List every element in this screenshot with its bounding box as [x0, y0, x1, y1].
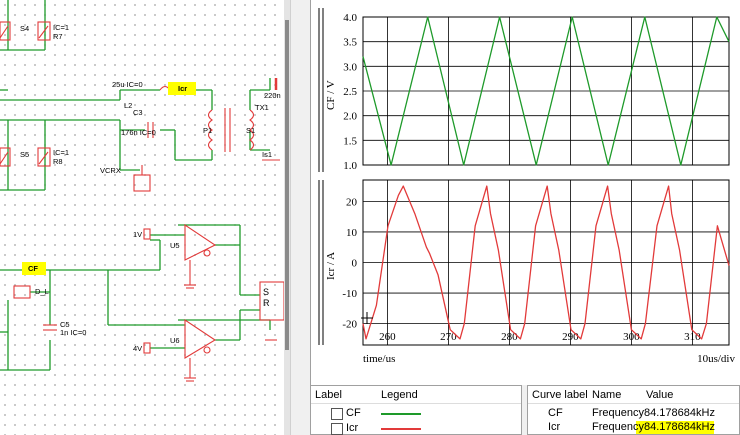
curve-icr[interactable]: [362, 185, 730, 340]
meas-highlight: [636, 421, 714, 434]
pane-splitter[interactable]: [290, 0, 311, 435]
xtick-2: 280: [501, 331, 518, 343]
label-r8: R8: [53, 157, 63, 166]
label-is1: Is1: [262, 150, 273, 159]
legend-swatch-cf: [381, 413, 421, 415]
meas-value-1: 84.178684kHz: [644, 421, 715, 433]
ytick-top-0: 4.0: [343, 12, 357, 24]
label-d-l: D_L: [35, 287, 49, 296]
waveform-plot-svg[interactable]: 4.0 3.5 3.0 2.5 2.0 1.5 1.0 20 10 0 -10 -20 260 270 28…: [311, 0, 740, 385]
x-axis-label: time/us: [363, 353, 396, 365]
schematic-drawing[interactable]: [0, 0, 290, 435]
ytick-bottom-2: 0: [352, 258, 358, 270]
meas-name-1: Frequency: [592, 421, 644, 433]
meas-col-value: Value: [646, 389, 674, 401]
schematic-scrollbar-thumb[interactable]: [285, 20, 289, 350]
label-4v: 4V: [133, 344, 143, 353]
meas-name-0: Frequency: [592, 407, 644, 419]
legend-checkbox-cf[interactable]: [331, 408, 343, 420]
meas-value-0: 84.178684kHz: [644, 407, 715, 419]
label-c3: C3: [133, 108, 143, 117]
legend-col-legend: Legend: [381, 389, 418, 401]
ytick-top-2: 3.0: [343, 61, 357, 73]
label-r7: R7: [53, 32, 63, 41]
xtick-4: 300: [623, 331, 640, 343]
bottom-ylabel: Icr / A: [325, 251, 337, 280]
label-c5-value: 1n IC=0: [60, 328, 87, 337]
label-r-pin: R: [263, 298, 270, 308]
ytick-bottom-3: -10: [342, 288, 357, 300]
xtick-0: 260: [379, 331, 396, 343]
label-1v: 1V: [133, 230, 143, 239]
label-c5: C5: [60, 320, 70, 329]
label-u6: U6: [170, 336, 180, 345]
ytick-top-5: 1.5: [343, 135, 357, 147]
label-l2-value: 25u IC=0: [112, 80, 143, 89]
xtick-3: 290: [562, 331, 579, 343]
legend-checkbox-icr[interactable]: [331, 423, 343, 435]
label-tx1: TX1: [255, 103, 269, 112]
schematic-canvas[interactable]: S4 IC=1 R7 S5 IC=1 R8 25u IC=0 L2 Icr C3…: [0, 0, 290, 435]
x-scale-label: 10us/div: [697, 353, 735, 365]
label-u5: U5: [170, 241, 180, 250]
measurement-panel: Curve label Name Value CF Frequency 84.1…: [527, 385, 740, 435]
legend-panel: Label Legend CF Icr: [310, 385, 522, 435]
ytick-top-3: 2.5: [343, 86, 357, 98]
top-ylabel: CF / V: [325, 80, 337, 110]
meas-curve-0: CF: [548, 407, 563, 419]
net-label-icr[interactable]: Icr: [178, 84, 188, 93]
xtick-1: 270: [440, 331, 457, 343]
label-c3-value: 176n IC=0: [121, 128, 156, 137]
label-vcrx: VCRX: [100, 166, 121, 175]
crosshair-cursor[interactable]: [361, 312, 373, 324]
label-s5: S5: [20, 150, 30, 159]
label-l2: L2: [124, 101, 133, 110]
ytick-bottom-1: 10: [346, 227, 358, 239]
label-s1: S1: [246, 126, 256, 135]
ytick-top-4: 2.0: [343, 111, 357, 123]
meas-col-name: Name: [592, 389, 622, 401]
label-r7-ic: IC=1: [53, 23, 70, 32]
legend-swatch-icr: [381, 428, 421, 430]
label-s4: S4: [20, 24, 30, 33]
ytick-bottom-4: -20: [342, 319, 357, 331]
ytick-bottom-0: 20: [346, 196, 358, 208]
ytick-top-6: 1.0: [343, 160, 357, 172]
legend-label-cf: CF: [346, 407, 361, 419]
legend-col-label: Label: [315, 389, 342, 401]
curve-cf[interactable]: [362, 16, 730, 166]
ytick-top-1: 3.5: [343, 37, 357, 49]
label-r8-ic: IC=1: [53, 148, 70, 157]
label-cap-value: 220n: [264, 91, 281, 100]
legend-label-icr: Icr: [346, 422, 359, 434]
meas-col-curve: Curve label: [532, 389, 588, 401]
net-label-cf[interactable]: CF: [28, 264, 38, 273]
label-p1: P1: [203, 126, 213, 135]
waveform-plot[interactable]: 4.0 3.5 3.0 2.5 2.0 1.5 1.0 20 10 0 -10 -20 260 270 28…: [310, 0, 740, 385]
xtick-5: 310: [684, 331, 701, 343]
label-s-pin: S: [263, 287, 270, 297]
meas-curve-1: Icr: [548, 421, 561, 433]
